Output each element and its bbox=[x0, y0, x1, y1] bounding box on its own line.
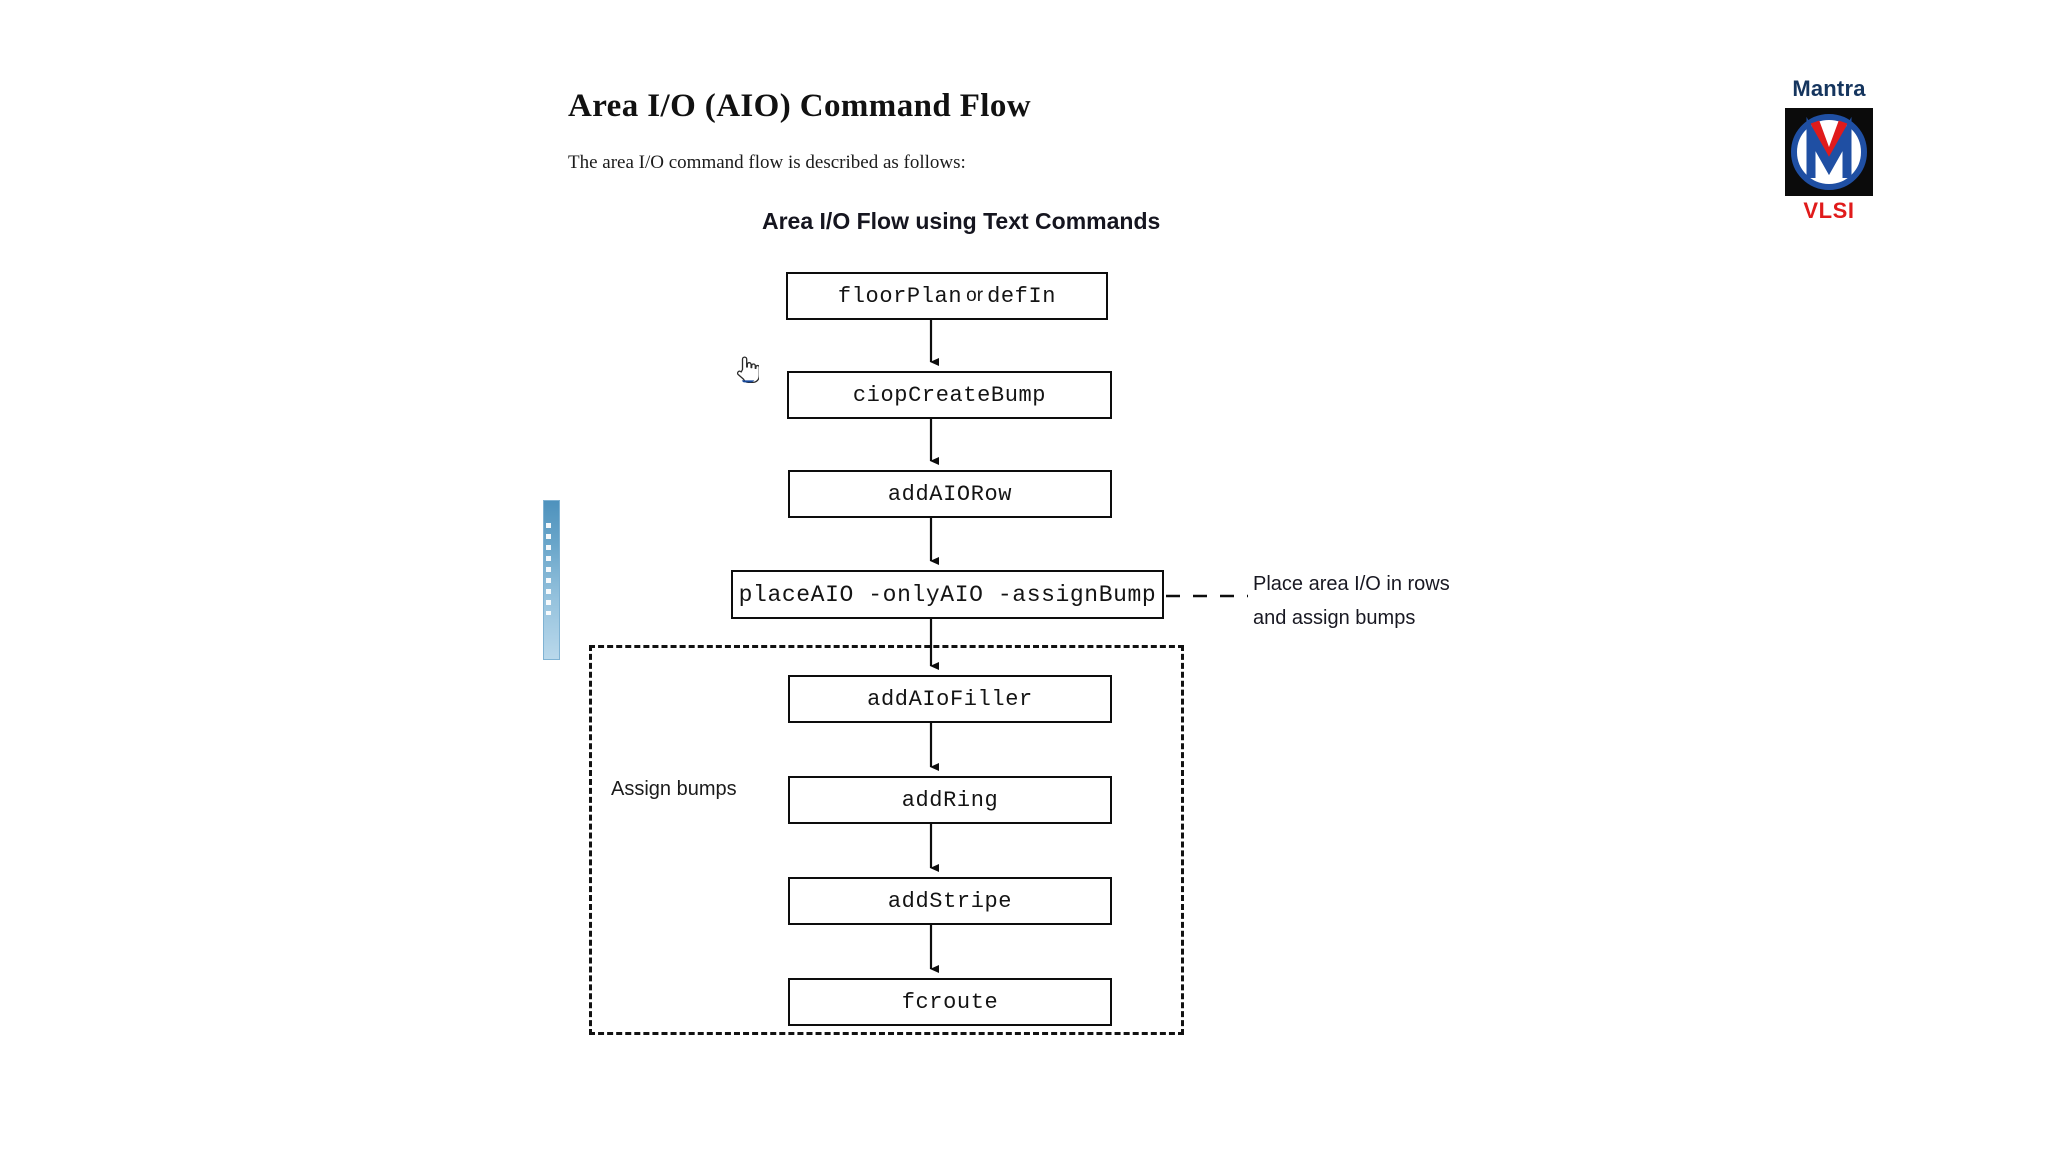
flow-box-fcroute-label: fcroute bbox=[901, 989, 999, 1015]
placeaio-annotation-line2: and assign bumps bbox=[1253, 607, 1416, 629]
placeaio-annotation-line1: Place area I/O in rows bbox=[1253, 573, 1450, 595]
intro-paragraph: The area I/O command flow is described a… bbox=[568, 152, 966, 173]
flow-box-addaiorow-label: addAIORow bbox=[887, 481, 1013, 507]
flow-box-floorplan[interactable]: floorPlan or defIn bbox=[786, 272, 1108, 320]
brand-tagline: VLSI bbox=[1803, 198, 1855, 223]
flow-box-ciopcreatebump[interactable]: ciopCreateBump bbox=[787, 371, 1112, 419]
pointing-hand-cursor bbox=[736, 356, 759, 384]
flow-box-addring-label: addRing bbox=[901, 787, 999, 813]
flow-box-addaiofiller-label: addAIoFiller bbox=[867, 686, 1033, 712]
assign-bumps-group-label: Assign bumps bbox=[611, 778, 737, 800]
page-title: Area I/O (AIO) Command Flow bbox=[568, 88, 1032, 124]
flow-box-ciopcreatebump-label: ciopCreateBump bbox=[852, 382, 1047, 408]
flow-box-placeaio-label: placeAIO -onlyAIO -assignBump bbox=[738, 581, 1157, 608]
flow-box-fcroute[interactable]: fcroute bbox=[788, 978, 1112, 1026]
brand-logo: Mantra VLSI bbox=[1764, 76, 1894, 224]
brand-name: Mantra bbox=[1792, 76, 1866, 101]
flow-box-addaiorow[interactable]: addAIORow bbox=[788, 470, 1112, 518]
flow-box-addstripe-label: addStripe bbox=[887, 888, 1013, 914]
flow-box-floorplan-keyword: or bbox=[966, 285, 984, 306]
flow-box-floorplan-label: floorPlan bbox=[837, 283, 963, 309]
flow-box-addaiofiller[interactable]: addAIoFiller bbox=[788, 675, 1112, 723]
flow-box-floorplan-label-alt: defIn bbox=[987, 283, 1057, 309]
vertical-scroll-thumb[interactable] bbox=[543, 500, 560, 660]
mantra-m-logo-icon bbox=[1785, 108, 1873, 196]
placeaio-annotation: Place area I/O in rows and assign bumps bbox=[1253, 567, 1450, 635]
flow-box-addring[interactable]: addRing bbox=[788, 776, 1112, 824]
diagram-title: Area I/O Flow using Text Commands bbox=[762, 208, 1161, 234]
assign-bumps-group-boundary bbox=[589, 645, 1184, 1035]
flow-box-addstripe[interactable]: addStripe bbox=[788, 877, 1112, 925]
flow-box-placeaio[interactable]: placeAIO -onlyAIO -assignBump bbox=[731, 570, 1164, 619]
